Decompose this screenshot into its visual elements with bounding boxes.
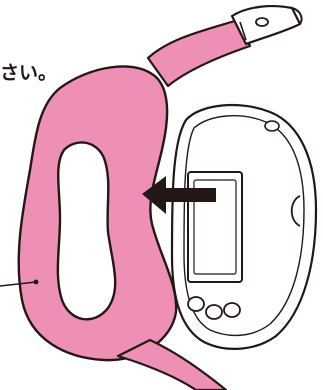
strap-tail [118,340,226,390]
strap-loop [19,66,176,360]
strap-clip [232,6,302,44]
device [172,105,316,349]
strap-upper-band [148,20,250,86]
